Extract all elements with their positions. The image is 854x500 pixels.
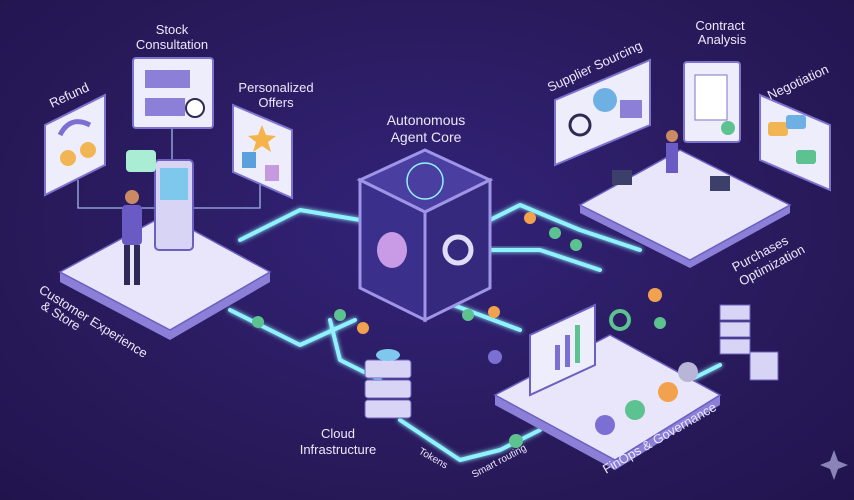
- agent-core-cube: [356, 148, 494, 323]
- speech-bubble-icon: [786, 115, 806, 129]
- label-negotiation: Negotiation: [765, 61, 831, 102]
- refund-panel: [44, 93, 106, 197]
- finops-platform: [493, 303, 722, 470]
- cloud-server-stack: [364, 349, 412, 419]
- gear-icon: [442, 234, 474, 266]
- star-icon: [248, 125, 276, 152]
- label-cloud-line2: Infrastructure: [300, 442, 377, 457]
- person-icon: [122, 190, 142, 285]
- magnifier-icon: [568, 113, 592, 137]
- refund-arrow-icon: [57, 119, 92, 137]
- coin-stack-icon: [595, 415, 615, 435]
- label-stock-line1: Stock: [156, 22, 189, 37]
- shelf-boxes-icon: [145, 70, 190, 88]
- server-icon: [719, 338, 751, 355]
- chat-bubble-icon: [126, 150, 156, 172]
- magnifier-icon: [185, 98, 205, 118]
- coin-icon: [60, 150, 76, 166]
- label-contract-line1: Contract: [695, 18, 745, 33]
- globe-icon: [593, 88, 617, 112]
- purchases-platform: [578, 130, 792, 268]
- document-icon: [694, 74, 728, 121]
- stock-consultation-panel: [132, 57, 214, 129]
- shopping-bag-icon: [265, 165, 279, 181]
- label-stock-line2: Consultation: [136, 37, 208, 52]
- donut-chart-icon: [609, 309, 631, 331]
- sparkle-icon: [820, 450, 848, 480]
- bar-chart-icon: [555, 325, 580, 370]
- server-icon: [719, 304, 751, 321]
- personalized-offers-panel: [232, 103, 293, 200]
- token-coins: [252, 212, 666, 448]
- speech-bubble-icon: [768, 122, 788, 136]
- negotiation-panel: [759, 93, 831, 192]
- shopping-bag-icon: [242, 152, 256, 168]
- coin-stack-icon: [625, 400, 645, 420]
- server-blocks: [719, 304, 779, 381]
- server-icon: [719, 321, 751, 338]
- factory-icon: [620, 100, 642, 118]
- label-contract-line2: Analysis: [698, 32, 747, 47]
- person-icon: [666, 130, 678, 173]
- customer-store-platform: [58, 150, 272, 340]
- label-core-line1: Autonomous: [387, 112, 466, 128]
- laptop-icon: [710, 176, 730, 191]
- speech-bubble-icon: [796, 150, 816, 164]
- laptop-icon: [612, 170, 632, 185]
- brain-icon: [377, 232, 407, 268]
- coin-stack-icon: [678, 362, 698, 382]
- cloud-icon: [376, 349, 400, 361]
- server-icon: [364, 359, 412, 379]
- server-icon: [749, 351, 779, 381]
- label-cloud-line1: Cloud: [321, 426, 355, 441]
- coin-icon: [80, 142, 96, 158]
- label-offers-line2: Offers: [258, 95, 294, 110]
- check-icon: [721, 121, 735, 135]
- server-icon: [364, 399, 412, 419]
- label-core-line2: Agent Core: [391, 129, 462, 145]
- neural-network-icon: [406, 162, 444, 200]
- supplier-sourcing-panel: [554, 58, 651, 167]
- kiosk-screen: [160, 168, 188, 200]
- server-icon: [364, 379, 412, 399]
- label-offers-line1: Personalized: [238, 80, 313, 95]
- contract-analysis-panel: [683, 61, 741, 143]
- coin-stack-icon: [658, 382, 678, 402]
- shelf-boxes-icon: [145, 98, 185, 116]
